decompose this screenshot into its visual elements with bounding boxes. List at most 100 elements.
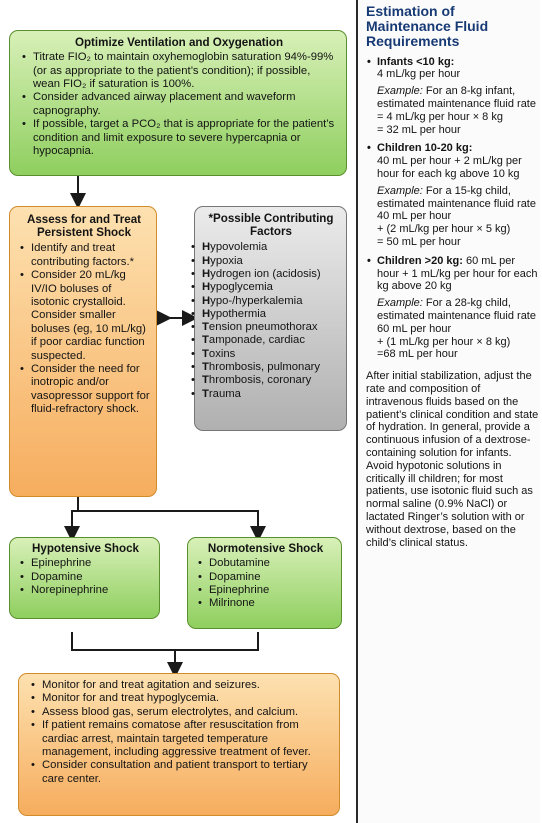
- arrow-shock-to-monitor: [71, 632, 259, 668]
- list-item: Consider the need for inotropic and/or v…: [20, 363, 150, 417]
- fluid-item-rate: 40 mL per hour + 2 mL/kg per hour for ea…: [377, 155, 522, 180]
- example-line: For an 8-kg infant, estimated maintenanc…: [377, 85, 536, 110]
- optimize-ventilation-box: Optimize Ventilation and Oxygenation Tit…: [9, 30, 347, 176]
- maintenance-fluid-note: After initial stabilization, adjust the …: [366, 370, 539, 549]
- factor-item: Hypoxia: [191, 254, 340, 269]
- fluid-example: Example: For an 8-kg infant, estimated m…: [377, 85, 540, 136]
- factor-initial: H: [202, 307, 211, 320]
- factor-rest: oxins: [208, 347, 236, 360]
- hypotensive-shock-title: Hypotensive Shock: [32, 542, 139, 555]
- hypotensive-shock-box: Hypotensive Shock Epinephrine Dopamine N…: [9, 537, 160, 619]
- example-label: Example:: [377, 184, 423, 197]
- list-item: Dobutamine: [198, 557, 335, 571]
- contributing-factors-box: *Possible Contributing Factors Hypovolem…: [191, 206, 347, 431]
- factor-rest: hrombosis, coronary: [208, 374, 312, 387]
- factor-rest: ydrogen ion (acidosis): [210, 268, 321, 280]
- factor-initial: T: [202, 374, 209, 387]
- factor-initial: H: [202, 294, 211, 307]
- maintenance-fluid-panel: Estimation of Maintenance Fluid Requirem…: [356, 0, 540, 823]
- factor-item: Trauma: [191, 387, 340, 402]
- factor-item: Tamponade, cardiac: [191, 334, 340, 348]
- factor-initial: T: [202, 347, 209, 360]
- fluid-item-rate-text: 60 mL per hour + 1 mL/kg per hour for ea…: [377, 254, 538, 293]
- example-line: + (1 mL/kg per hour × 8 kg): [377, 335, 511, 348]
- example-line: For a 28-kg child, estimated maintenance…: [377, 297, 536, 322]
- list-item: Monitor for and treat agitation and seiz…: [31, 679, 331, 693]
- example-line: =68 mL per hour: [377, 348, 458, 361]
- list-item: Epinephrine: [20, 557, 153, 571]
- list-item: Dopamine: [198, 571, 335, 585]
- fluid-item-rate: Children >20 kg: 60 mL per hour + 1 mL/k…: [377, 255, 540, 293]
- factor-rest: hrombosis, pulmonary: [208, 361, 321, 374]
- normotensive-shock-list: Dobutamine Dopamine Epinephrine Milrinon…: [196, 557, 335, 611]
- fluid-item-heading: Infants <10 kg:: [377, 55, 455, 68]
- factor-initial: T: [202, 387, 209, 400]
- factor-item: Toxins: [191, 347, 340, 362]
- factor-initial: T: [202, 334, 209, 347]
- list-item: If possible, target a PCO₂ that is appro…: [22, 118, 338, 158]
- fluid-item-infants: Infants <10 kg: 4 mL/kg per hour Example…: [366, 56, 540, 137]
- list-item: Consider consultation and patient transp…: [31, 759, 331, 786]
- maintenance-fluid-title: Estimation of Maintenance Fluid Requirem…: [366, 3, 489, 50]
- list-item: Consider advanced airway placement and w…: [22, 91, 338, 118]
- example-line: = 4 mL/kg per hour × 8 kg: [377, 110, 503, 123]
- arrow-assess-to-shock-branches: [71, 497, 259, 532]
- list-item: Identify and treat contributing factors.…: [20, 242, 150, 269]
- list-item: Assess blood gas, serum electrolytes, an…: [31, 706, 331, 720]
- fluid-item-rate: 4 mL/kg per hour: [377, 68, 461, 81]
- factor-rest: ypoxia: [210, 254, 243, 267]
- fluid-item-children-10-20: Children 10-20 kg: 40 mL per hour + 2 mL…: [366, 142, 540, 248]
- factor-item: Thrombosis, coronary: [191, 374, 340, 388]
- factor-item: Hypothermia: [191, 307, 340, 322]
- fluid-item-heading: Children >20 kg:: [377, 254, 463, 267]
- normotensive-shock-box: Normotensive Shock Dobutamine Dopamine E…: [187, 537, 342, 629]
- factor-item: Thrombosis, pulmonary: [191, 361, 340, 375]
- fluid-example: Example: For a 28-kg child, estimated ma…: [377, 297, 540, 361]
- factor-rest: rauma: [208, 387, 241, 400]
- example-label: Example:: [377, 85, 423, 98]
- example-line: = 32 mL per hour: [377, 123, 461, 136]
- list-item: Titrate FIO₂ to maintain oxyhemoglobin s…: [22, 51, 338, 91]
- factor-rest: ension pneumothorax: [208, 321, 318, 334]
- example-line: = 50 mL per hour: [377, 235, 461, 248]
- example-line: 40 mL per hour: [377, 210, 452, 223]
- factor-rest: ypo-/hyperkalemia: [210, 294, 303, 307]
- normotensive-shock-title: Normotensive Shock: [207, 542, 324, 555]
- factor-item: Hydrogen ion (acidosis): [191, 268, 340, 282]
- list-item: Consider 20 mL/kg IV/IO boluses of isoto…: [20, 269, 150, 363]
- contributing-factors-title: *Possible Contributing Factors: [208, 212, 334, 239]
- fluid-item-children-over-20: Children >20 kg: 60 mL per hour + 1 mL/k…: [366, 255, 540, 361]
- list-item: If patient remains comatose after resusc…: [31, 719, 331, 759]
- factor-rest: ypothermia: [210, 307, 267, 320]
- contributing-factors-list: HypovolemiaHypoxiaHydrogen ion (acidosis…: [191, 241, 340, 402]
- fluid-example: Example: For a 15-kg child, estimated ma…: [377, 185, 540, 249]
- flow-connectors: [64, 176, 266, 678]
- example-line: 60 mL per hour: [377, 322, 452, 335]
- hypotensive-shock-list: Epinephrine Dopamine Norepinephrine: [18, 557, 153, 598]
- list-item: Norepinephrine: [20, 584, 153, 598]
- factor-item: Hypovolemia: [191, 241, 340, 255]
- factor-rest: ypovolemia: [210, 241, 268, 254]
- assess-shock-list: Identify and treat contributing factors.…: [18, 242, 150, 416]
- optimize-ventilation-title: Optimize Ventilation and Oxygenation: [74, 36, 284, 49]
- assess-shock-title: Assess for and Treat Persistent Shock: [26, 213, 142, 240]
- factor-item: Hypo-/hyperkalemia: [191, 294, 340, 309]
- fluid-item-heading: Children 10-20 kg:: [377, 142, 473, 155]
- factor-initial: T: [202, 321, 209, 334]
- factor-initial: H: [202, 268, 211, 280]
- example-label: Example:: [377, 297, 423, 310]
- monitor-box: Monitor for and treat agitation and seiz…: [18, 673, 340, 816]
- factor-initial: H: [202, 281, 211, 294]
- factor-initial: H: [202, 241, 211, 254]
- factor-initial: T: [202, 361, 209, 374]
- example-line: + (2 mL/kg per hour × 5 kg): [377, 223, 511, 236]
- factor-item: Hypoglycemia: [191, 281, 340, 295]
- list-item: Monitor for and treat hypoglycemia.: [31, 692, 331, 706]
- assess-shock-box: Assess for and Treat Persistent Shock Id…: [9, 206, 157, 497]
- monitor-list: Monitor for and treat agitation and seiz…: [29, 679, 331, 786]
- factor-rest: amponade, cardiac: [208, 334, 305, 347]
- factor-initial: H: [202, 254, 211, 267]
- list-item: Epinephrine: [198, 584, 335, 598]
- factor-item: Tension pneumothorax: [191, 321, 340, 335]
- list-item: Dopamine: [20, 571, 153, 585]
